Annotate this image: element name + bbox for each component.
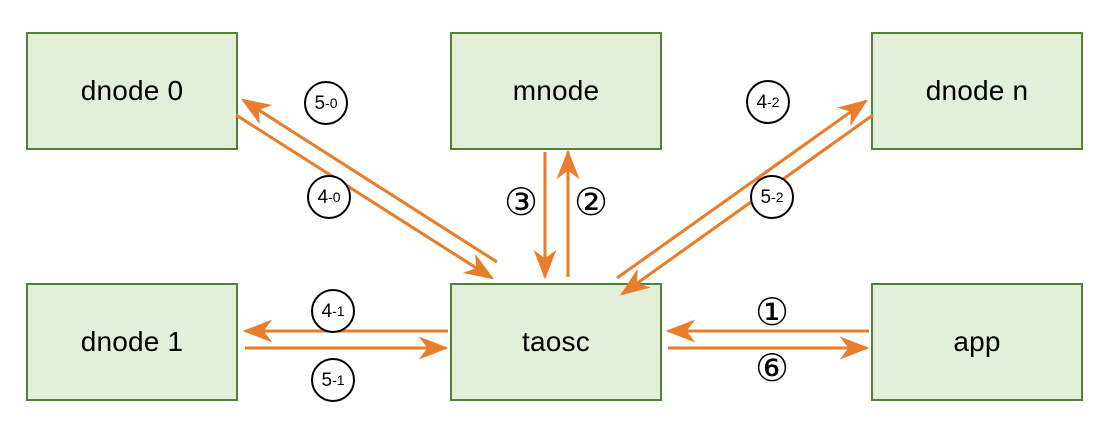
node-label: dnode 0 xyxy=(80,75,184,106)
edge-label-6: ⑥ xyxy=(750,347,794,391)
node-dnode-n[interactable]: dnode n xyxy=(871,32,1083,150)
edge-label-1: ① xyxy=(750,291,794,335)
edge-label-5-2: 5-2 xyxy=(750,175,794,219)
edge-label-major: 4 xyxy=(317,186,329,208)
node-taosc[interactable]: taosc xyxy=(450,283,662,401)
edge-label-minor: -2 xyxy=(767,94,780,110)
edge-label-4-0: 4-0 xyxy=(307,175,351,219)
node-dnode-0[interactable]: dnode 0 xyxy=(26,32,238,150)
edge-label-4-2: 4-2 xyxy=(746,80,790,124)
edge-label-2: ② xyxy=(569,181,613,225)
node-label: taosc xyxy=(522,326,590,357)
circled-number-glyph: ① xyxy=(754,292,790,334)
edge-label-minor: -1 xyxy=(332,303,345,319)
circled-number-glyph: ③ xyxy=(503,182,539,224)
node-mnode[interactable]: mnode xyxy=(450,32,662,150)
node-label: dnode n xyxy=(925,75,1029,106)
node-label: mnode xyxy=(512,75,600,106)
edge-label-minor: -2 xyxy=(771,189,784,205)
circled-number-glyph: ② xyxy=(573,182,609,224)
edge-label-major: 5 xyxy=(314,92,326,114)
node-app[interactable]: app xyxy=(871,283,1083,401)
edge-label-major: 4 xyxy=(756,91,768,113)
node-label: dnode 1 xyxy=(80,326,184,357)
node-dnode-1[interactable]: dnode 1 xyxy=(26,283,238,401)
edge-label-major: 4 xyxy=(321,300,333,322)
edge-label-minor: -0 xyxy=(325,95,338,111)
edge-label-major: 5 xyxy=(321,369,333,391)
edge-label-5-0: 5-0 xyxy=(304,81,348,125)
edge-label-major: 5 xyxy=(760,186,772,208)
edge-label-minor: -0 xyxy=(328,189,341,205)
node-label: app xyxy=(953,326,1001,357)
edge-label-3: ③ xyxy=(499,181,543,225)
edge-label-5-1: 5-1 xyxy=(311,358,355,402)
circled-number-glyph: ⑥ xyxy=(754,348,790,390)
edge-label-minor: -1 xyxy=(332,372,345,388)
edge-label-4-1: 4-1 xyxy=(311,289,355,333)
